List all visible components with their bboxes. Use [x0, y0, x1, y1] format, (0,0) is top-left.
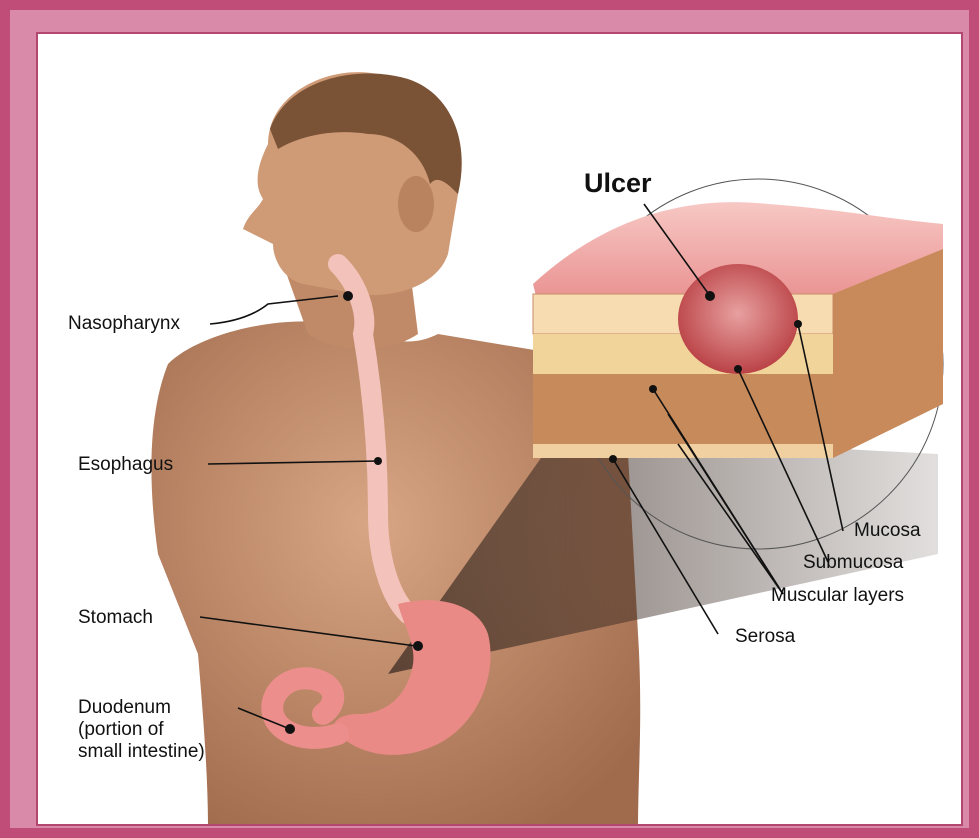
esophagus-label: Esophagus — [78, 454, 173, 476]
duodenum-label-line2: (portion of — [78, 719, 164, 741]
duodenum-label-line3: small intestine) — [78, 741, 205, 763]
diagram-canvas: Ulcer Nasopharynx Esophagus Stomach Duod… — [36, 32, 963, 826]
muscular-layer — [533, 374, 833, 444]
serosa-label: Serosa — [735, 626, 795, 648]
ulcer-crater — [678, 264, 798, 374]
mucosa-label: Mucosa — [854, 520, 921, 542]
tissue-block — [533, 202, 943, 458]
muscular-layers-label: Muscular layers — [771, 585, 904, 607]
stomach-label: Stomach — [78, 607, 153, 629]
ear-shape — [398, 176, 434, 232]
anatomy-illustration — [38, 34, 963, 826]
submucosa-label: Submucosa — [803, 552, 903, 574]
nasopharynx-label: Nasopharynx — [68, 313, 180, 335]
frame-border: Ulcer Nasopharynx Esophagus Stomach Duod… — [10, 10, 969, 828]
duodenum-label-line1: Duodenum — [78, 697, 171, 719]
ulcer-title: Ulcer — [584, 172, 652, 194]
